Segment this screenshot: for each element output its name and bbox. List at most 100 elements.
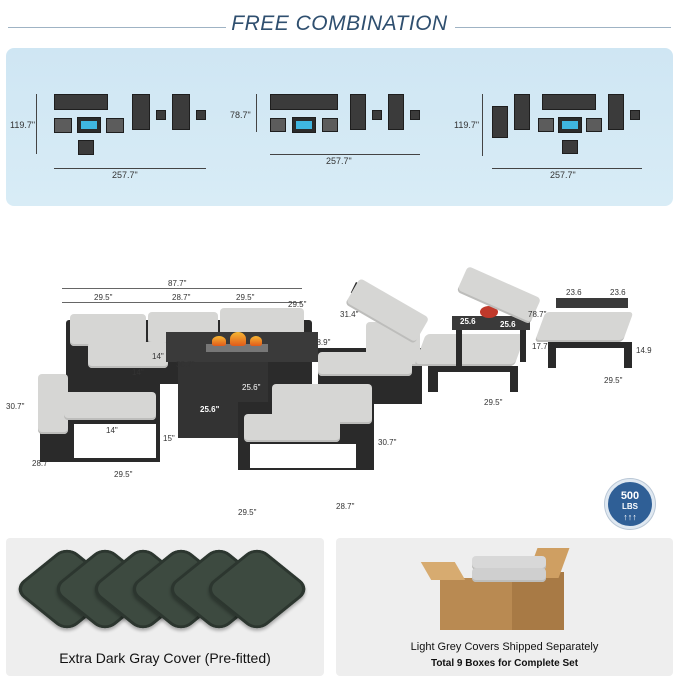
height-dimension-line [36, 94, 37, 154]
combination-layout-3: 119.7" 257.7" [454, 88, 658, 208]
combination-width: 257.7" [112, 170, 138, 180]
combination-layout-1: 119.7" 257.7" [10, 88, 220, 208]
shipping-box-front [440, 578, 512, 630]
covers-label: Extra Dark Gray Cover (Pre-fitted) [59, 650, 271, 666]
dim-table-a: 23.6 [566, 288, 582, 297]
dim-chair-14: 14" [106, 426, 118, 435]
height-dimension-line [482, 94, 483, 156]
shipping-box-flap [420, 562, 466, 580]
lounger-block [514, 94, 530, 130]
chair-block [322, 118, 338, 132]
chair-frame-gap [74, 424, 156, 458]
dim-sofa-total: 87.7" [168, 279, 187, 288]
flame-icon [230, 332, 246, 346]
dim-sofa-height: 28.9" [312, 338, 331, 347]
chair-frame-gap [250, 444, 356, 468]
dim-front-w2: 28.7" [336, 502, 355, 511]
dim-seat-c: 29.5" [236, 293, 255, 302]
width-dimension-line [54, 168, 206, 169]
fire-burner [206, 344, 268, 352]
dim-lounger2-14-9: 14.9 [636, 346, 652, 355]
flame-icon [212, 336, 226, 346]
dim-fire-depth: 30.7" [176, 360, 195, 369]
arrows-up-icon: ↑↑↑ [623, 512, 637, 522]
dim-front-w1: 29.5" [238, 508, 257, 517]
fruit-bowl-icon [480, 306, 498, 318]
sofa-block [54, 94, 108, 110]
width-dimension-line [270, 154, 420, 155]
height-dimension-line [256, 94, 257, 132]
title-rule-left [8, 27, 226, 28]
sofa-seat-cushion [88, 342, 168, 368]
dim-chair-width: 29.5" [114, 470, 133, 479]
weight-capacity-badge: 500 LBS ↑↑↑ [605, 479, 655, 529]
dim-arm-14a: 14" [152, 352, 164, 361]
dim-lounger-height: 31.4" [340, 310, 359, 319]
dim-lounger-width: 29.5" [484, 398, 503, 407]
combination-height: 78.7" [230, 110, 251, 120]
shipping-panel: Light Grey Covers Shipped Separately Tot… [336, 538, 673, 676]
dim-fire-height: 25.6" [242, 383, 261, 392]
width-dimension-line [492, 168, 642, 169]
dim-table-b: 23.6 [610, 288, 626, 297]
lounger-block [350, 94, 366, 130]
lounger-block [172, 94, 190, 130]
sofa-block [542, 94, 596, 110]
side-table-leg [456, 330, 462, 370]
furniture-scene: 87.7" 29.5" 28.7" 29.5" 29.5" 28.9" 14" … [0, 262, 679, 532]
sofa-back-cushion [70, 314, 146, 346]
dimension-line [62, 288, 302, 289]
chair-block [562, 140, 578, 154]
combination-layout-2: 78.7" 257.7" [230, 88, 434, 208]
lounger-seat-cushion [414, 334, 526, 366]
chair-block [106, 118, 124, 133]
combination-width: 257.7" [550, 170, 576, 180]
side-table-block [156, 110, 166, 120]
lounger-block [492, 106, 508, 138]
lounger-block [388, 94, 404, 130]
lounger-block [608, 94, 624, 130]
combination-panel: 119.7" 257.7" 78.7" 257.7" 119.7" [6, 48, 673, 206]
side-table-block [410, 110, 420, 120]
chair-back-cushion [38, 374, 68, 434]
lounger-base-gap [438, 372, 510, 392]
fire-table-block [292, 117, 316, 133]
covers-panel: Extra Dark Gray Cover (Pre-fitted) [6, 538, 324, 676]
shipping-note: Light Grey Covers Shipped Separately [410, 641, 599, 653]
combination-height: 119.7" [454, 120, 480, 130]
chair-block [270, 118, 286, 132]
chair-seat-cushion [318, 352, 412, 376]
folded-cover-icon [472, 556, 546, 570]
dimension-line [62, 302, 302, 303]
combination-width: 257.7" [326, 156, 352, 166]
lounger-base-gap [556, 348, 624, 368]
badge-value: 500 [620, 490, 640, 502]
dim-chair-depth: 28.7" [32, 459, 51, 468]
coffee-table-top [556, 298, 628, 308]
sofa-block [270, 94, 338, 110]
lounger-seat-cushion [534, 312, 634, 342]
title-rule-right [455, 27, 671, 28]
chair-block [586, 118, 602, 132]
side-table-block [372, 110, 382, 120]
side-table-leg [520, 330, 526, 362]
dim-arm-14b: 14" [132, 368, 144, 377]
dim-seat-d: 29.5" [288, 300, 307, 309]
flame-icon [250, 336, 262, 346]
box-count-note: Total 9 Boxes for Complete Set [430, 658, 579, 669]
chair-seat-cushion [64, 392, 156, 420]
side-table-block [196, 110, 206, 120]
side-table-block [630, 110, 640, 120]
dim-chair-15: 15" [163, 434, 175, 443]
fire-table-block [558, 117, 582, 133]
lounger-block [132, 94, 150, 130]
badge-unit: LBS [622, 502, 638, 511]
dim-side-a: 25.6 [460, 317, 476, 326]
chair-block [538, 118, 554, 132]
dim-lounger2-width: 29.5" [604, 376, 623, 385]
chair-seat-cushion [244, 414, 340, 442]
dim-seat-b: 28.7" [172, 293, 191, 302]
dim-lounger2-17: 17.7" [532, 342, 551, 351]
folded-cover-icon [472, 568, 546, 582]
page-title: FREE COMBINATION [231, 12, 448, 35]
